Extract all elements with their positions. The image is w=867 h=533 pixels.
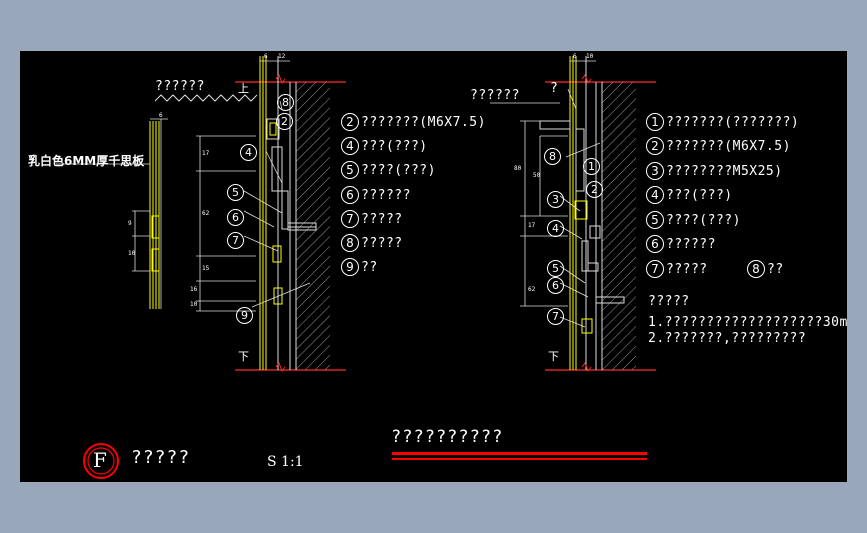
- legend-r-text-3: ????????M5X25): [666, 164, 783, 179]
- legend-r-text-8: ??: [767, 262, 784, 277]
- legend-l-num-6: 8: [341, 234, 359, 252]
- legend-l-text-5: ?????: [361, 212, 403, 227]
- left-up-mark: 上: [238, 82, 249, 95]
- left-dim-top-2: 12: [278, 53, 286, 60]
- left-top-note: ??????: [155, 79, 205, 94]
- right-dim-2: 50: [533, 172, 541, 179]
- legend-r-num-7: 7: [646, 260, 664, 278]
- legend-l-text-6: ?????: [361, 236, 403, 251]
- detail-letter: F: [93, 448, 107, 472]
- drawing-lines: [56, 56, 656, 479]
- legend-r-num-4: 4: [646, 186, 664, 204]
- legend-r-text-5: ????(???): [666, 213, 741, 228]
- notes-title: ?????: [648, 294, 690, 309]
- panel-dim-3: 10: [128, 250, 136, 257]
- right-dim-top-2: 10: [586, 53, 594, 60]
- drawing-title: ??????????: [391, 427, 504, 447]
- left-section: [56, 56, 346, 373]
- legend-r-text-1: ???????(???????): [666, 115, 800, 130]
- legend-l-text-1: ???????(M6X7.5): [361, 115, 486, 130]
- legend-l-num-7: 9: [341, 258, 359, 276]
- legend-r-text-2: ???????(M6X7.5): [666, 139, 791, 154]
- callout-7-left: 7: [227, 232, 244, 249]
- left-dim-top-1: 6: [264, 53, 268, 60]
- panel-dim-1: 6: [159, 112, 163, 119]
- legend-l-text-7: ??: [361, 260, 378, 275]
- legend-r-num-3: 3: [646, 162, 664, 180]
- material-label: 乳白色6MM厚千思板: [28, 154, 145, 168]
- right-dim-top-1: 6: [573, 53, 577, 60]
- right-dim-4: 62: [528, 286, 536, 293]
- callout-4-right: 4: [547, 220, 564, 237]
- cad-drawing-canvas[interactable]: ?????? 上 下 乳白色6MM厚千思板 6 12 17 62 15 16 1…: [20, 51, 847, 482]
- callout-5-left: 5: [227, 184, 244, 201]
- scale-label: S 1:1: [267, 454, 304, 470]
- callout-4-left: 4: [240, 144, 257, 161]
- callout-2-left: 2: [276, 113, 293, 130]
- right-bottom-mark: 下: [548, 350, 559, 363]
- callout-6-left: 6: [227, 209, 244, 226]
- legend-r-text-7: ?????: [666, 262, 708, 277]
- right-section: [490, 56, 656, 373]
- right-question-mark: ?: [550, 81, 559, 96]
- right-top-note: ??????: [470, 88, 520, 103]
- panel-dim-2: 9: [128, 220, 132, 227]
- callout-6-right: 6: [547, 277, 564, 294]
- left-dim-3: 15: [202, 265, 210, 272]
- callout-2-right: 2: [586, 181, 603, 198]
- legend-l-num-3: 5: [341, 161, 359, 179]
- detail-name: ?????: [131, 447, 191, 468]
- callout-8-right: 8: [544, 148, 561, 165]
- legend-r-num-2: 2: [646, 137, 664, 155]
- legend-r-num-6: 6: [646, 235, 664, 253]
- legend-l-num-2: 4: [341, 137, 359, 155]
- right-dim-3: 17: [528, 222, 536, 229]
- legend-l-text-3: ????(???): [361, 163, 436, 178]
- callout-3-right: 3: [547, 191, 564, 208]
- legend-r-text-4: ???(???): [666, 188, 733, 203]
- left-bottom-mark: 下: [238, 350, 249, 363]
- left-dim-1: 17: [202, 150, 210, 157]
- legend-l-text-2: ???(???): [361, 139, 428, 154]
- callout-9-left: 9: [236, 307, 253, 324]
- legend-r-num-5: 5: [646, 211, 664, 229]
- callout-5-right: 5: [547, 260, 564, 277]
- legend-r-num-8: 8: [747, 260, 765, 278]
- legend-l-num-1: 2: [341, 113, 359, 131]
- note-2: 2.???????,?????????: [648, 331, 807, 346]
- legend-r-num-1: 1: [646, 113, 664, 131]
- title-block-graphics: [83, 443, 647, 479]
- callout-1-right: 1: [583, 158, 600, 175]
- legend-l-text-4: ??????: [361, 188, 411, 203]
- legend-l-num-5: 7: [341, 210, 359, 228]
- callout-8-left: 8: [277, 94, 294, 111]
- left-dim-2: 62: [202, 210, 210, 217]
- legend-r-text-6: ??????: [666, 237, 716, 252]
- left-dim-4: 16: [190, 286, 198, 293]
- note-1: 1.???????????????????30mm: [648, 315, 847, 330]
- left-dim-5: 10: [190, 301, 198, 308]
- legend-l-num-4: 6: [341, 186, 359, 204]
- callout-7-right: 7: [547, 308, 564, 325]
- right-dim-1: 80: [514, 165, 522, 172]
